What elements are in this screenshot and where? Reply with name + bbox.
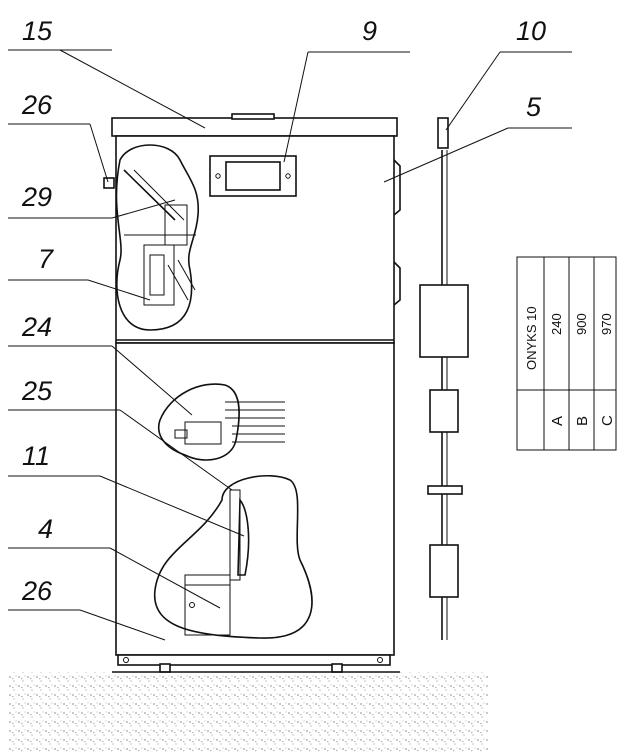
table-value-a: 240 xyxy=(549,313,564,335)
callout-5: 5 xyxy=(526,92,542,122)
callout-9: 9 xyxy=(362,16,377,46)
callout-25: 25 xyxy=(21,376,53,406)
dimension-table: ONYKS 10 240 900 970 A B C xyxy=(516,256,617,451)
table-key-a: A xyxy=(549,416,566,426)
callout-24: 24 xyxy=(21,312,52,342)
upper-cutaway xyxy=(103,144,200,331)
callout-11: 11 xyxy=(22,441,50,471)
ground xyxy=(8,672,488,752)
callout-7: 7 xyxy=(38,244,54,274)
callout-26-top: 26 xyxy=(21,90,53,120)
table-model-header: ONYKS 10 xyxy=(524,306,539,370)
callout-15: 15 xyxy=(22,16,53,46)
table-value-b: 900 xyxy=(574,313,589,335)
callout-labels: 15 26 29 7 24 25 11 4 26 9 10 5 xyxy=(21,16,546,606)
table-value-c: 970 xyxy=(599,313,614,335)
leader-lines xyxy=(8,49,572,641)
callout-26-bottom: 26 xyxy=(21,576,53,606)
table-key-b: B xyxy=(574,416,591,426)
side-view xyxy=(419,117,469,640)
controller-panel xyxy=(209,155,297,197)
callout-4: 4 xyxy=(38,514,53,544)
table-key-c: C xyxy=(599,415,616,426)
callout-29: 29 xyxy=(21,182,52,212)
callout-10: 10 xyxy=(516,16,546,46)
